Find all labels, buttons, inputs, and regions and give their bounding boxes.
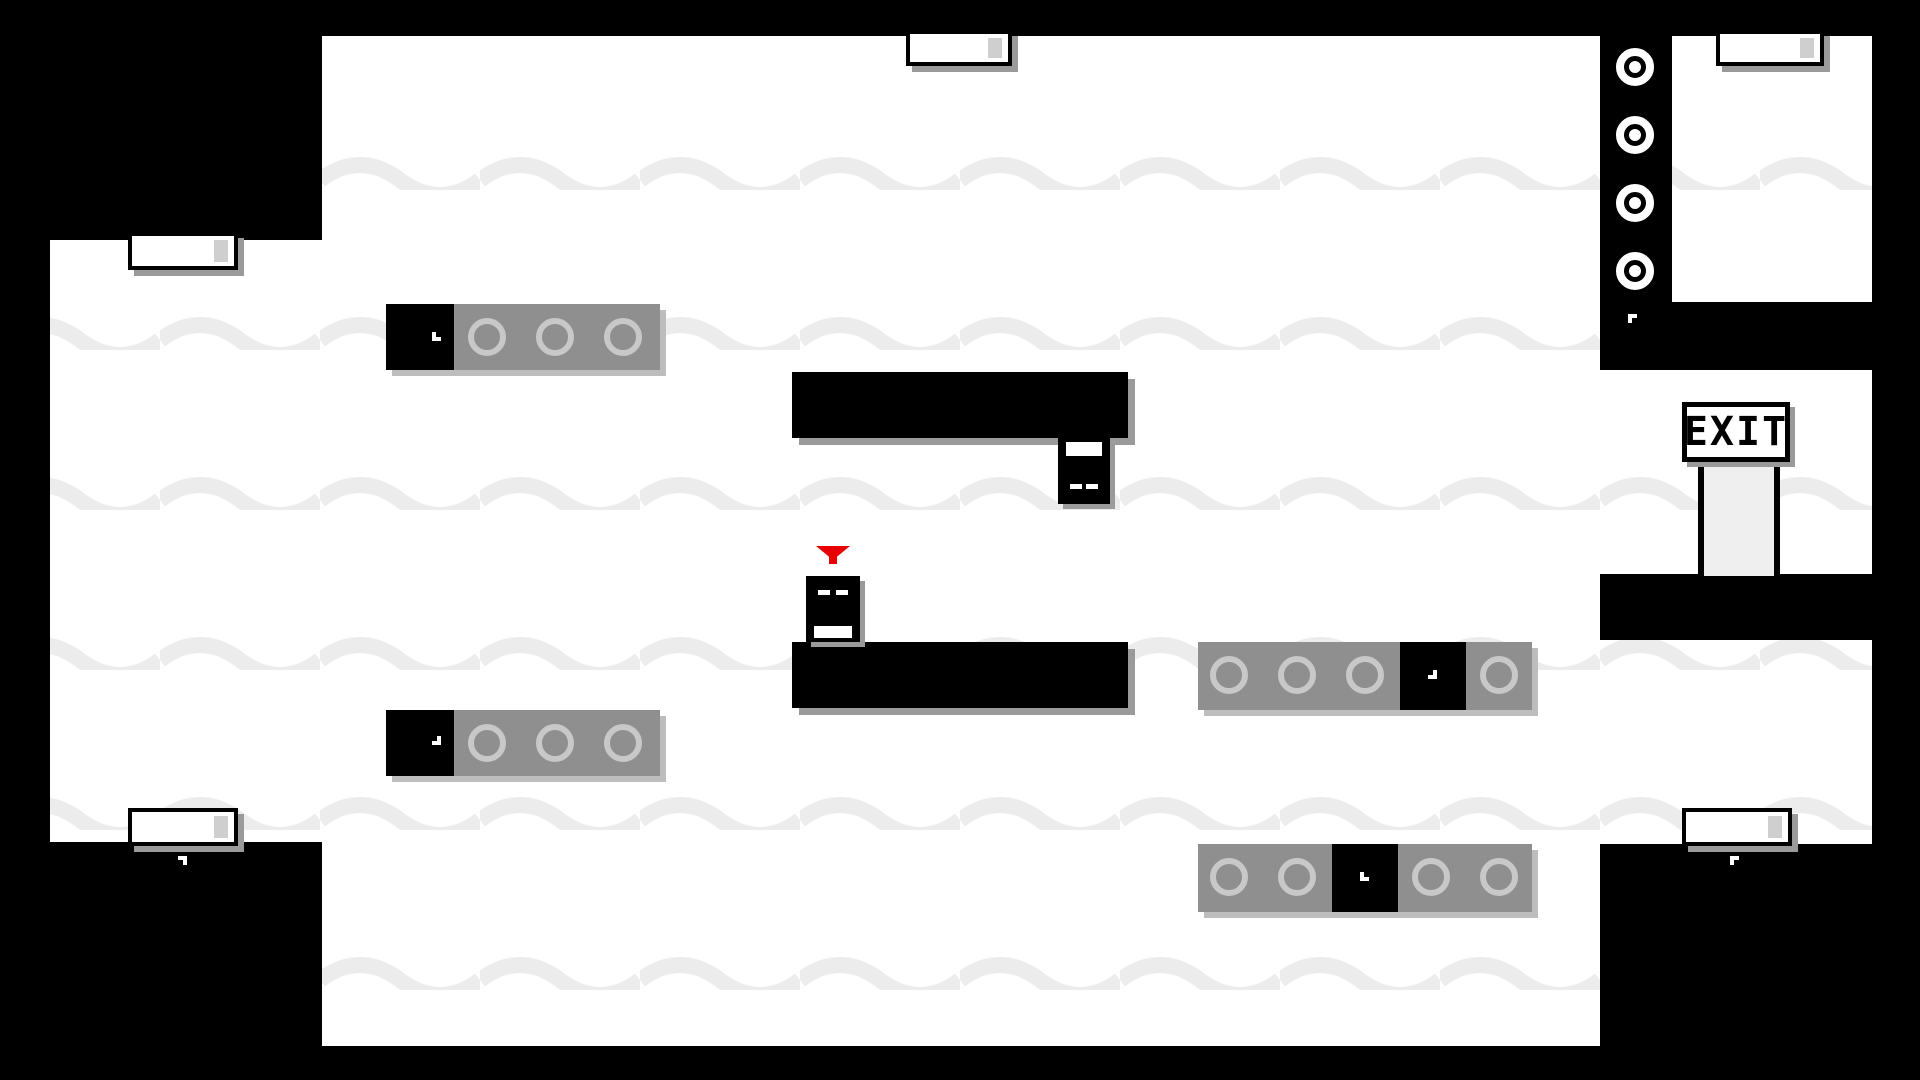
track-node [1278, 656, 1316, 694]
track-node [1210, 656, 1248, 694]
player-eye [836, 590, 848, 595]
track-node [536, 318, 574, 356]
player-body-light [814, 626, 852, 638]
ceiling-light [128, 232, 238, 270]
platform-upper [792, 372, 1128, 438]
track-node [1346, 656, 1384, 694]
gear-icon [1610, 246, 1660, 296]
floor-light [128, 808, 238, 846]
exit-sign: EXIT [1682, 402, 1790, 462]
marker-tick [178, 856, 187, 865]
ceiling-light [1716, 30, 1824, 66]
gear-icon [1610, 110, 1660, 160]
marker-tick [178, 214, 187, 223]
player-character [806, 576, 860, 642]
block-tick [432, 332, 441, 341]
gear-icon [1610, 178, 1660, 228]
wall-right-edge [1872, 0, 1920, 1080]
block-tick [432, 736, 441, 745]
track-node [468, 724, 506, 762]
exit-ledge [1600, 574, 1872, 640]
wall-top-left [0, 0, 322, 238]
track-node [536, 724, 574, 762]
track-node [1480, 858, 1518, 896]
player-marker-icon [816, 546, 850, 560]
marker-tick [1730, 856, 1739, 865]
companion-eye [1070, 484, 1082, 489]
track-node [604, 724, 642, 762]
marker-tick [956, 12, 965, 21]
player-marker-stem [829, 556, 837, 564]
moving-block [386, 710, 454, 776]
companion-eye [1086, 484, 1098, 489]
companion-body-light [1066, 442, 1102, 456]
block-tick [1360, 872, 1369, 881]
track-node [1412, 858, 1450, 896]
track-node [1210, 858, 1248, 896]
marker-tick [1764, 12, 1773, 21]
wall-right-shelf [1600, 302, 1872, 370]
wall-bottom-left [0, 844, 322, 1080]
track-node [604, 318, 642, 356]
track-node [1480, 656, 1518, 694]
moving-block [386, 304, 454, 370]
marker-tick [1628, 314, 1637, 323]
companion-character [1058, 438, 1110, 504]
exit-door[interactable] [1698, 462, 1780, 576]
wall-bottom-right [1600, 844, 1920, 1080]
block-tick [1428, 670, 1437, 679]
track-node [468, 318, 506, 356]
floor-light [1682, 808, 1792, 846]
track-node [1278, 858, 1316, 896]
ceiling-light [906, 30, 1012, 66]
player-eye [818, 590, 830, 595]
platform-lower [792, 642, 1128, 708]
gear-icon [1610, 42, 1660, 92]
moving-block [1400, 642, 1466, 710]
